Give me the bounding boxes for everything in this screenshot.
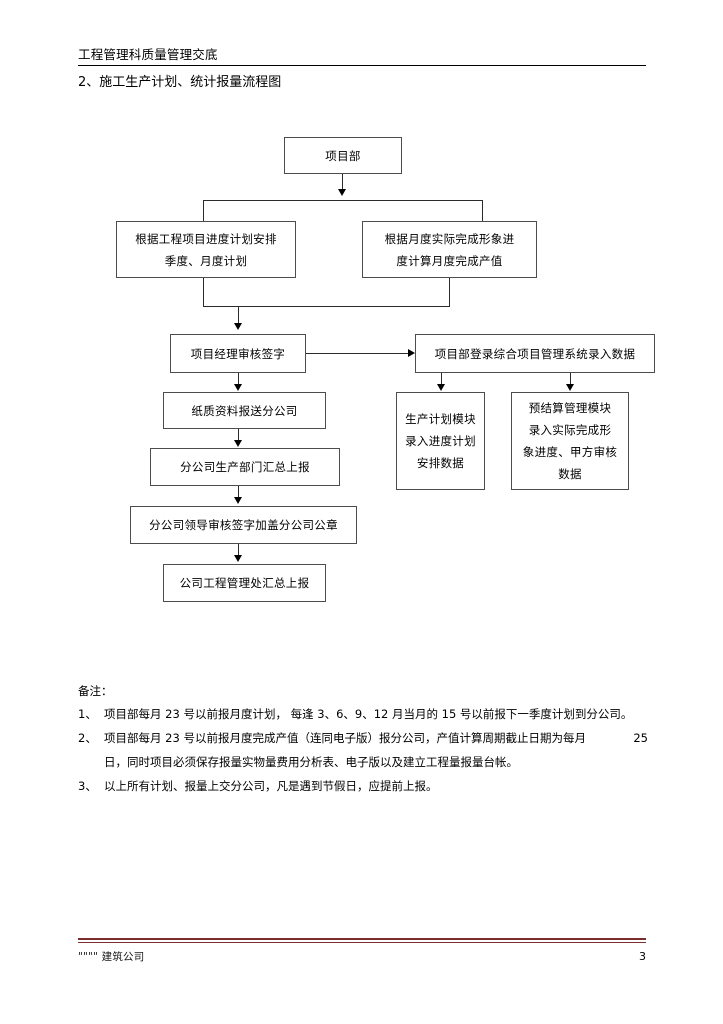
arrow-n10-to-n11	[234, 555, 242, 562]
connector-n3-down	[449, 278, 450, 307]
note-text: 项目部每月 23 号以前报月度计划， 每逢 3、6、9、12 月当月的 15 号…	[104, 707, 633, 721]
connector-n9-down	[238, 486, 239, 499]
flow-node-pm-approval: 项目经理审核签字	[170, 334, 306, 373]
connector-bus-merge	[203, 306, 450, 307]
arrow-n9-to-n10	[234, 497, 242, 504]
note-number: 3、	[78, 779, 97, 793]
flow-node-paper-submit: 纸质资料报送分公司	[163, 392, 326, 429]
header-divider	[78, 65, 646, 66]
document-header: 工程管理科质量管理交底	[78, 46, 646, 66]
connector-bus-row2	[203, 200, 482, 201]
flow-node-production-module: 生产计划模块 录入进度计划 安排数据	[396, 392, 485, 490]
section-title: 2、施工生产计划、统计报量流程图	[78, 75, 282, 90]
flow-node-project-dept: 项目部	[284, 137, 402, 174]
arrow-n4-to-n6	[234, 384, 242, 391]
note-item: 1、 项目部每月 23 号以前报月度计划， 每逢 3、6、9、12 月当月的 1…	[78, 702, 648, 726]
flow-node-monthly-output: 根据月度实际完成形象进 度计算月度完成产值	[362, 221, 537, 278]
arrow-merge-to-n4	[234, 323, 242, 330]
flow-node-company-report: 公司工程管理处汇总上报	[163, 564, 326, 602]
notes-section: 备注： 1、 项目部每月 23 号以前报月度计划， 每逢 3、6、9、12 月当…	[78, 680, 648, 798]
connector-bus-left-drop	[203, 200, 204, 222]
arrow-n5-to-n8	[566, 384, 574, 391]
note-item: 2、 项目部每月 23 号以前报月度完成产值（连同电子版）报分公司，产值计算周期…	[78, 726, 648, 750]
connector-bus-right-drop	[482, 200, 483, 222]
footer-rule-top	[78, 938, 646, 940]
notes-label: 备注：	[78, 684, 113, 698]
arrow-n4-to-n5	[408, 349, 415, 357]
flow-node-budget-module: 预结算管理模块 录入实际完成形 象进度、甲方审核 数据	[511, 392, 629, 490]
connector-n4-down	[238, 373, 239, 385]
arrow-n1-to-bus	[338, 189, 346, 196]
document-footer: """" 建筑公司 3	[78, 938, 646, 964]
connector-merge-to-n4	[238, 306, 239, 325]
note-text: 项目部每月 23 号以前报月度完成产值（连同电子版）报分公司，产值计算周期截止日…	[104, 731, 586, 745]
connector-n2-down	[203, 278, 204, 307]
connector-n1-down	[342, 174, 343, 192]
flow-node-schedule-plan: 根据工程项目进度计划安排 季度、月度计划	[116, 221, 296, 278]
note-item: 3、 以上所有计划、报量上交分公司，凡是遇到节假日，应提前上报。	[78, 774, 648, 798]
arrow-n5-to-n7	[437, 384, 445, 391]
note-number: 2、	[78, 731, 97, 745]
note-text: 以上所有计划、报量上交分公司，凡是遇到节假日，应提前上报。	[104, 779, 438, 793]
footer-company-name: """" 建筑公司	[78, 951, 145, 963]
note-tail-number: 25	[633, 731, 648, 745]
arrow-n6-to-n9	[234, 440, 242, 447]
connector-n6-down	[238, 429, 239, 441]
flow-node-branch-leader-approval: 分公司领导审核签字加盖分公司公章	[130, 506, 357, 544]
note-number: 1、	[78, 707, 97, 721]
flowchart: 项目部 根据工程项目进度计划安排 季度、月度计划 根据月度实际完成形象进 度计算…	[116, 137, 655, 602]
connector-n5-left-drop	[441, 373, 442, 385]
connector-n5-right-drop	[570, 373, 571, 385]
header-title: 工程管理科质量管理交底	[78, 47, 218, 62]
footer-page-number: 3	[639, 950, 646, 963]
flow-node-branch-production-report: 分公司生产部门汇总上报	[150, 448, 340, 486]
footer-rule-bottom	[78, 942, 646, 943]
note-continuation: 日，同时项目必须保存报量实物量费用分析表、电子版以及建立工程量报量台帐。	[104, 755, 518, 769]
flow-node-system-entry: 项目部登录综合项目管理系统录入数据	[415, 334, 655, 373]
connector-n10-down	[238, 544, 239, 557]
connector-n4-to-n5	[306, 353, 410, 354]
